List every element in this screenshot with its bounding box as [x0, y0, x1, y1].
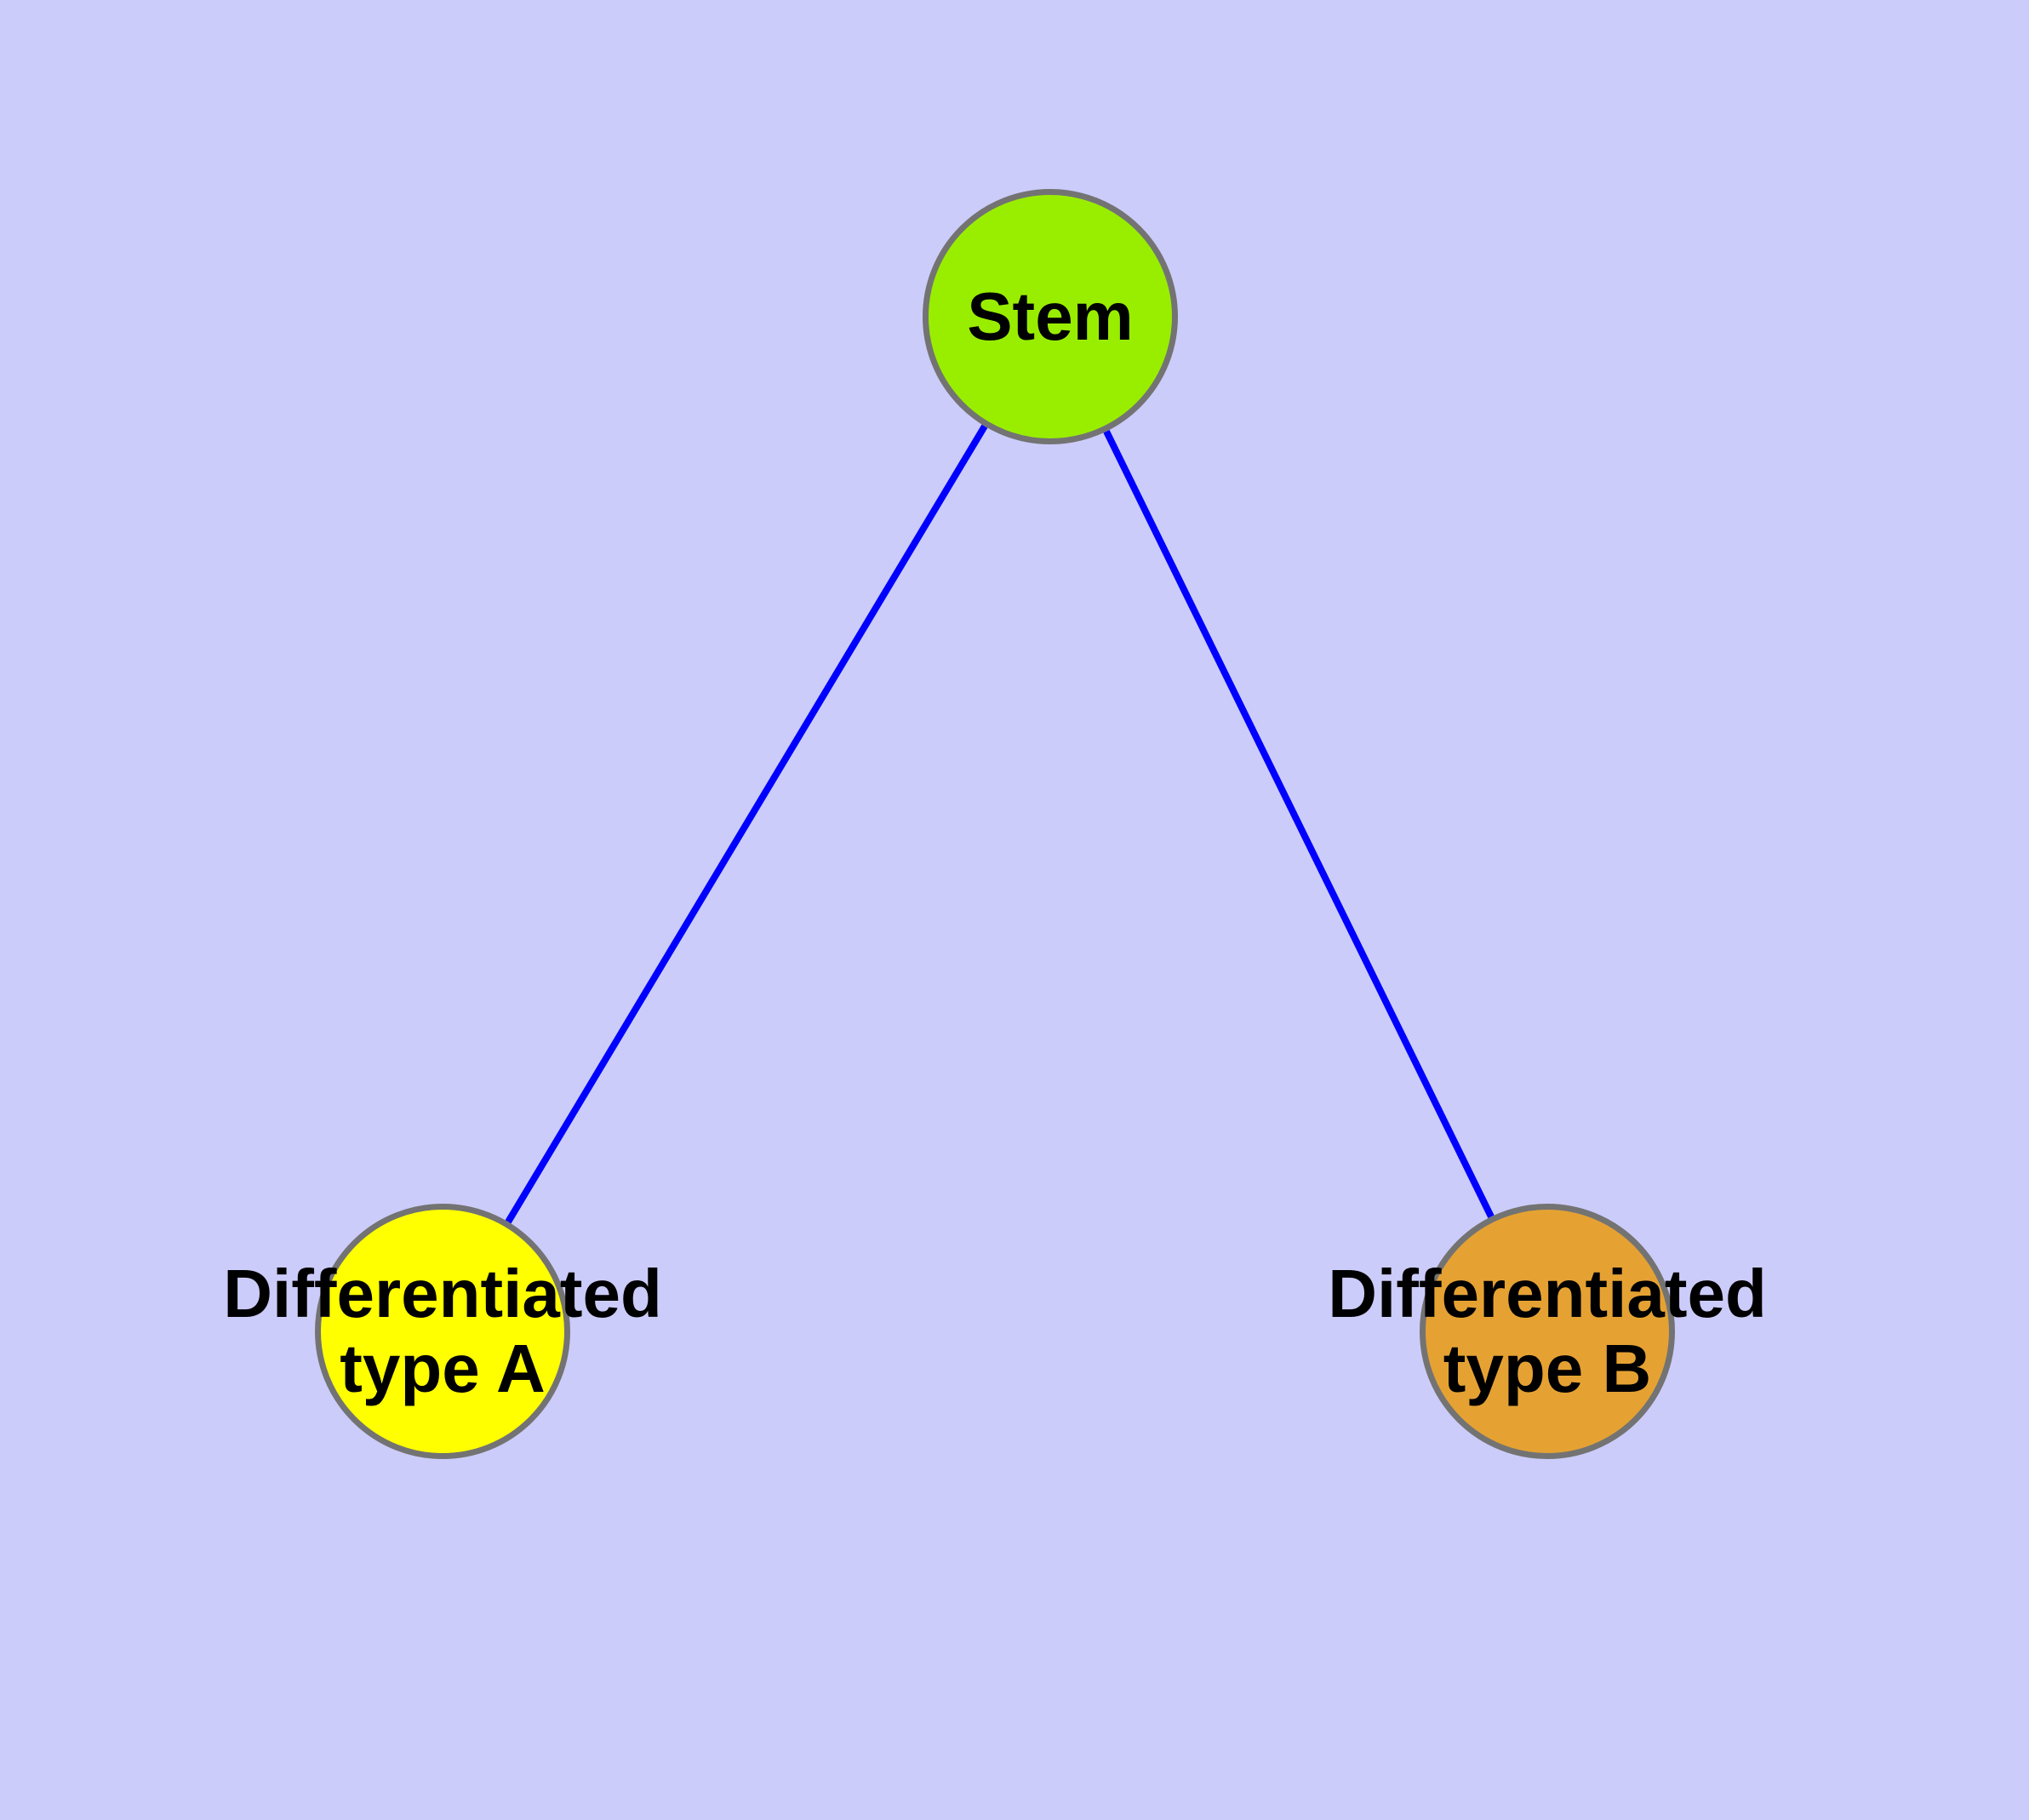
edges-layer	[505, 424, 1495, 1224]
node-label-line: Stem	[967, 278, 1134, 354]
node-label-line: Differentiated	[223, 1256, 662, 1331]
edge-stem-to-diff-b	[1103, 429, 1495, 1219]
node-diff-a[interactable]	[315, 1204, 570, 1459]
node-stem[interactable]	[923, 189, 1178, 444]
node-label-stem: Stem	[967, 278, 1134, 354]
node-diff-b[interactable]	[1420, 1204, 1675, 1459]
node-label-line: Differentiated	[1328, 1256, 1767, 1331]
node-label-line: type A	[340, 1331, 546, 1406]
node-label-line: type B	[1443, 1331, 1652, 1406]
edge-stem-to-diff-a	[505, 424, 988, 1224]
nodes-layer	[315, 189, 1675, 1459]
